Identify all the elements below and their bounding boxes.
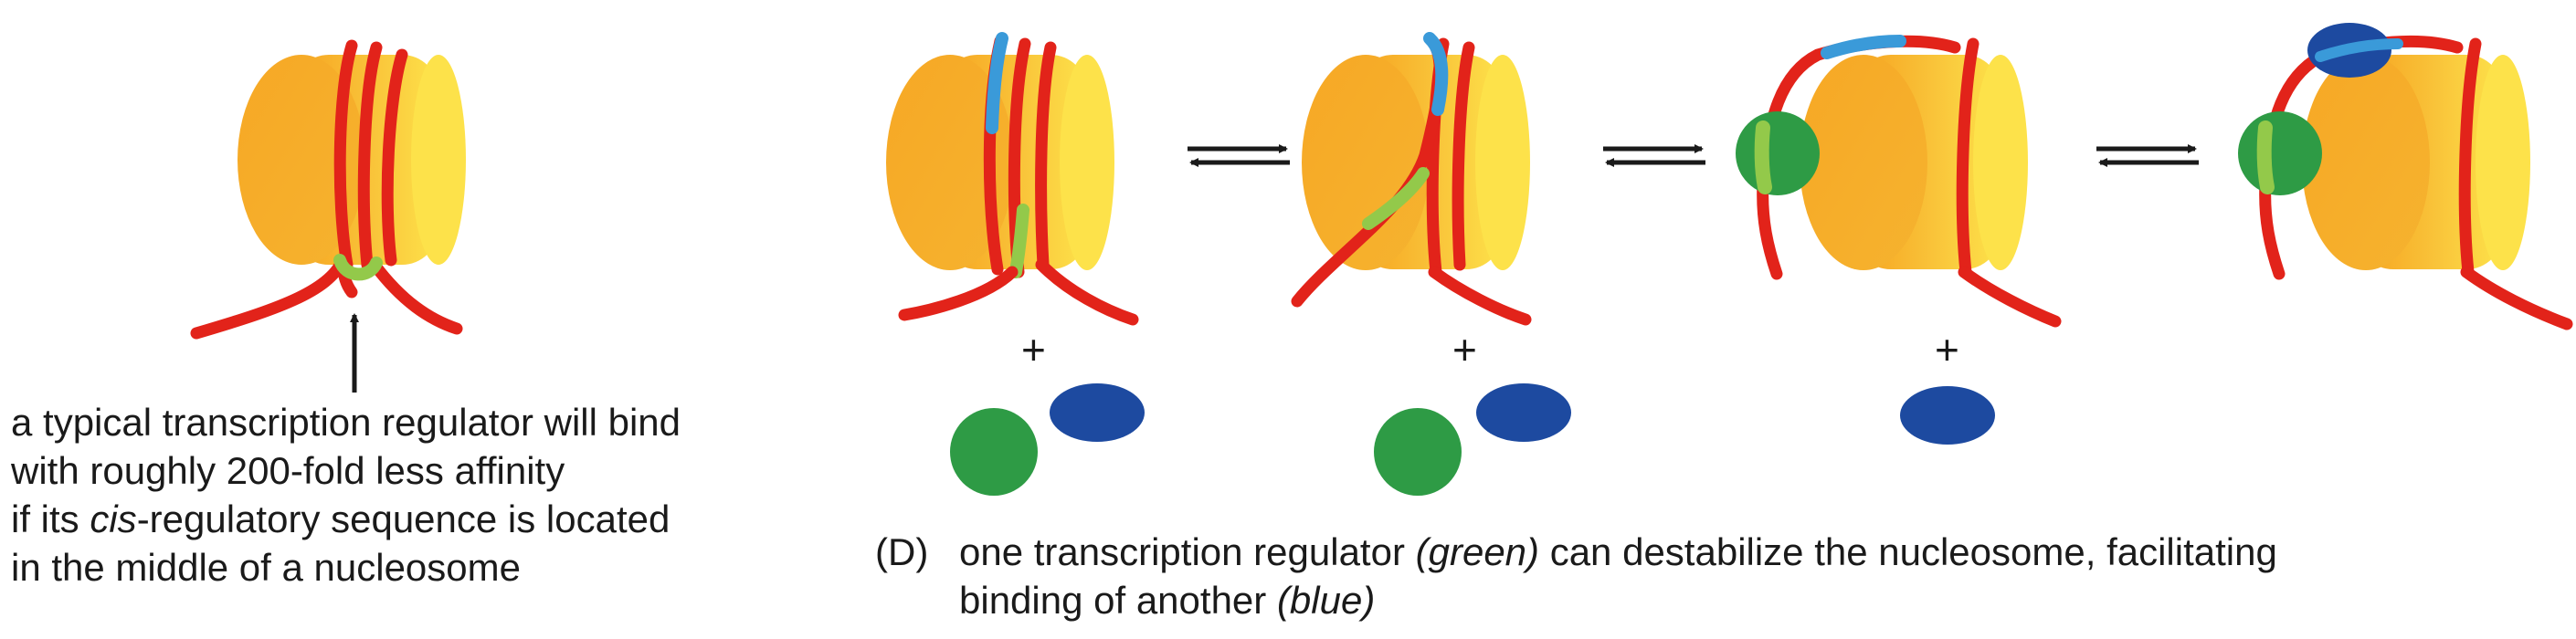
nucleosome-left — [190, 39, 466, 340]
green-regulator-free-1 — [950, 408, 1038, 496]
plus-sign-2: + — [1452, 326, 1477, 373]
left-caption-line-3: if its cis-regulatory sequence is locate… — [11, 498, 670, 540]
plus-sign-1: + — [1021, 326, 1046, 373]
blue-regulator-free-2 — [1476, 383, 1571, 442]
panel-d-caption: (D)one transcription regulator (green) c… — [875, 528, 2565, 624]
left-caption: a typical transcription regulator will b… — [11, 398, 870, 592]
equilibrium-arrows-3 — [2096, 144, 2199, 167]
green-regulator-bound — [1736, 111, 1820, 195]
nucleosome-d2 — [1291, 32, 1532, 326]
blue-regulator-free-1 — [1050, 383, 1145, 442]
blue-regulator-free-3 — [1900, 386, 1995, 445]
nucleosome-d1 — [886, 32, 1139, 326]
panel-d-label: (D) — [875, 530, 929, 573]
equilibrium-arrows-2 — [1603, 144, 1705, 167]
nucleosome-d4 — [2259, 35, 2573, 330]
equilibrium-arrows-1 — [1188, 144, 1290, 167]
green-regulator-free-2 — [1374, 408, 1462, 496]
plus-sign-3: + — [1935, 326, 1959, 373]
nucleosome-d3 — [1757, 35, 2062, 328]
left-caption-line-2: with roughly 200-fold less affinity — [11, 449, 565, 492]
green-regulator-bound-2 — [2238, 111, 2322, 195]
left-caption-line-1: a typical transcription regulator will b… — [11, 401, 681, 444]
left-caption-line-4: in the middle of a nucleosome — [11, 546, 521, 589]
